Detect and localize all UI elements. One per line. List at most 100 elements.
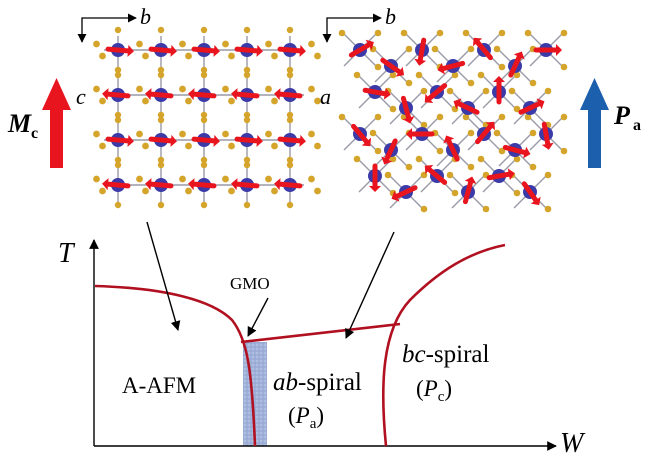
oxygen-atom [384,171,392,179]
oxygen-atom [308,130,315,138]
spin-arrow-head [299,134,306,147]
oxygen-atom [374,63,382,71]
oxygen-atom [415,155,423,163]
left-axis-indicator [77,13,137,43]
spin-arrow-head [127,134,134,147]
oxygen-atom [114,156,122,164]
ab-spiral-label: ab-spiral [273,369,362,396]
oxygen-atom [114,71,122,79]
oxygen-atom [420,87,428,95]
oxygen-atom [400,29,408,37]
oxygen-atom [200,156,208,164]
spin-arrow [191,91,217,99]
oxygen-atom [560,113,568,121]
oxygen-atom [462,113,470,121]
spin-arrow-head [170,44,177,57]
left-crystal-panel: b c M c [7,4,321,209]
spin-arrow [456,101,480,115]
oxygen-atom [524,29,532,37]
oxygen-atom [374,29,382,37]
spin-arrow [426,83,448,101]
moment-label-subscript: c [31,125,38,142]
spin-arrow-head [213,44,220,57]
spin-arrow [148,136,174,144]
polarization-label: P [613,101,631,130]
spin-arrow-head [406,128,412,140]
oxygen-atom [99,97,106,105]
oxygen-atom [446,171,454,179]
oxygen-atom [271,52,278,60]
oxygen-atom [369,129,377,137]
spin-arrow [417,37,427,63]
spin-arrow-head [102,178,109,191]
oxygen-atom [200,71,208,79]
spin-arrow [384,138,398,162]
oxygen-atom [308,40,315,48]
oxygen-atom [179,130,186,138]
oxygen-atom [544,87,552,95]
spin-arrow [277,91,303,99]
right-axis-indicator [322,13,382,43]
right-crystal-lattice [338,29,568,213]
spin-arrow-head [231,178,238,191]
oxygen-atom [436,29,444,37]
oxygen-atom [308,85,315,93]
oxygen-atom [560,29,568,37]
spin-arrow-head [127,44,134,57]
spin-arrow [105,46,131,54]
spin-arrow [521,181,539,203]
oxygen-atom [308,175,315,183]
oxygen-atom [389,71,397,79]
spin-arrow [148,46,174,54]
oxygen-atom [389,155,397,163]
oxygen-atom [513,105,521,113]
spin-arrow-head [381,156,393,165]
w-axis-label: W [560,428,586,459]
oxygen-atom [142,97,149,105]
spin-arrow-head [231,88,238,101]
spin-arrow [518,101,542,115]
oxygen-atom [200,26,208,34]
oxygen-atom [99,142,106,150]
oxygen-atom [467,163,475,171]
spin-arrow [400,95,412,121]
oxygen-atom [477,155,485,163]
polarization-label-subscript: a [633,117,641,134]
oxygen-atom [228,142,235,150]
right-axis-a-label: a [320,84,331,109]
oxygen-atom [157,201,165,209]
oxygen-atom [114,66,122,74]
spin-arrow-head [365,39,374,51]
spin-arrow [277,136,303,144]
spin-arrow [191,181,217,189]
oxygen-atom [114,26,122,34]
oxygen-atom [374,113,382,121]
spin-arrow [148,91,174,99]
oxygen-atom [544,205,552,213]
spin-arrow [148,181,174,189]
oxygen-atom [243,111,251,119]
oxygen-atom [420,121,428,129]
oxygen-atom [142,142,149,150]
spin-arrow [234,46,260,54]
oxygen-atom [243,161,251,169]
right-axis-b-label: b [385,4,396,29]
oxygen-atom [228,187,235,195]
spin-arrow-head [188,88,195,101]
spin-arrow-head [485,121,496,131]
oxygen-atom [114,116,122,124]
spin-arrow-head [530,196,541,206]
spin-arrow-head [464,176,477,184]
oxygen-atom [286,201,294,209]
spin-arrow-head [424,93,434,104]
oxygen-atom [451,71,459,79]
spin-arrow [394,185,418,199]
oxygen-atom [544,171,552,179]
oxygen-atom [431,45,439,53]
oxygen-atom [482,205,490,213]
spin-arrow-head [402,116,415,124]
spin-arrow-head [213,134,220,147]
spin-arrow-head [395,66,405,77]
oxygen-atom [405,163,413,171]
